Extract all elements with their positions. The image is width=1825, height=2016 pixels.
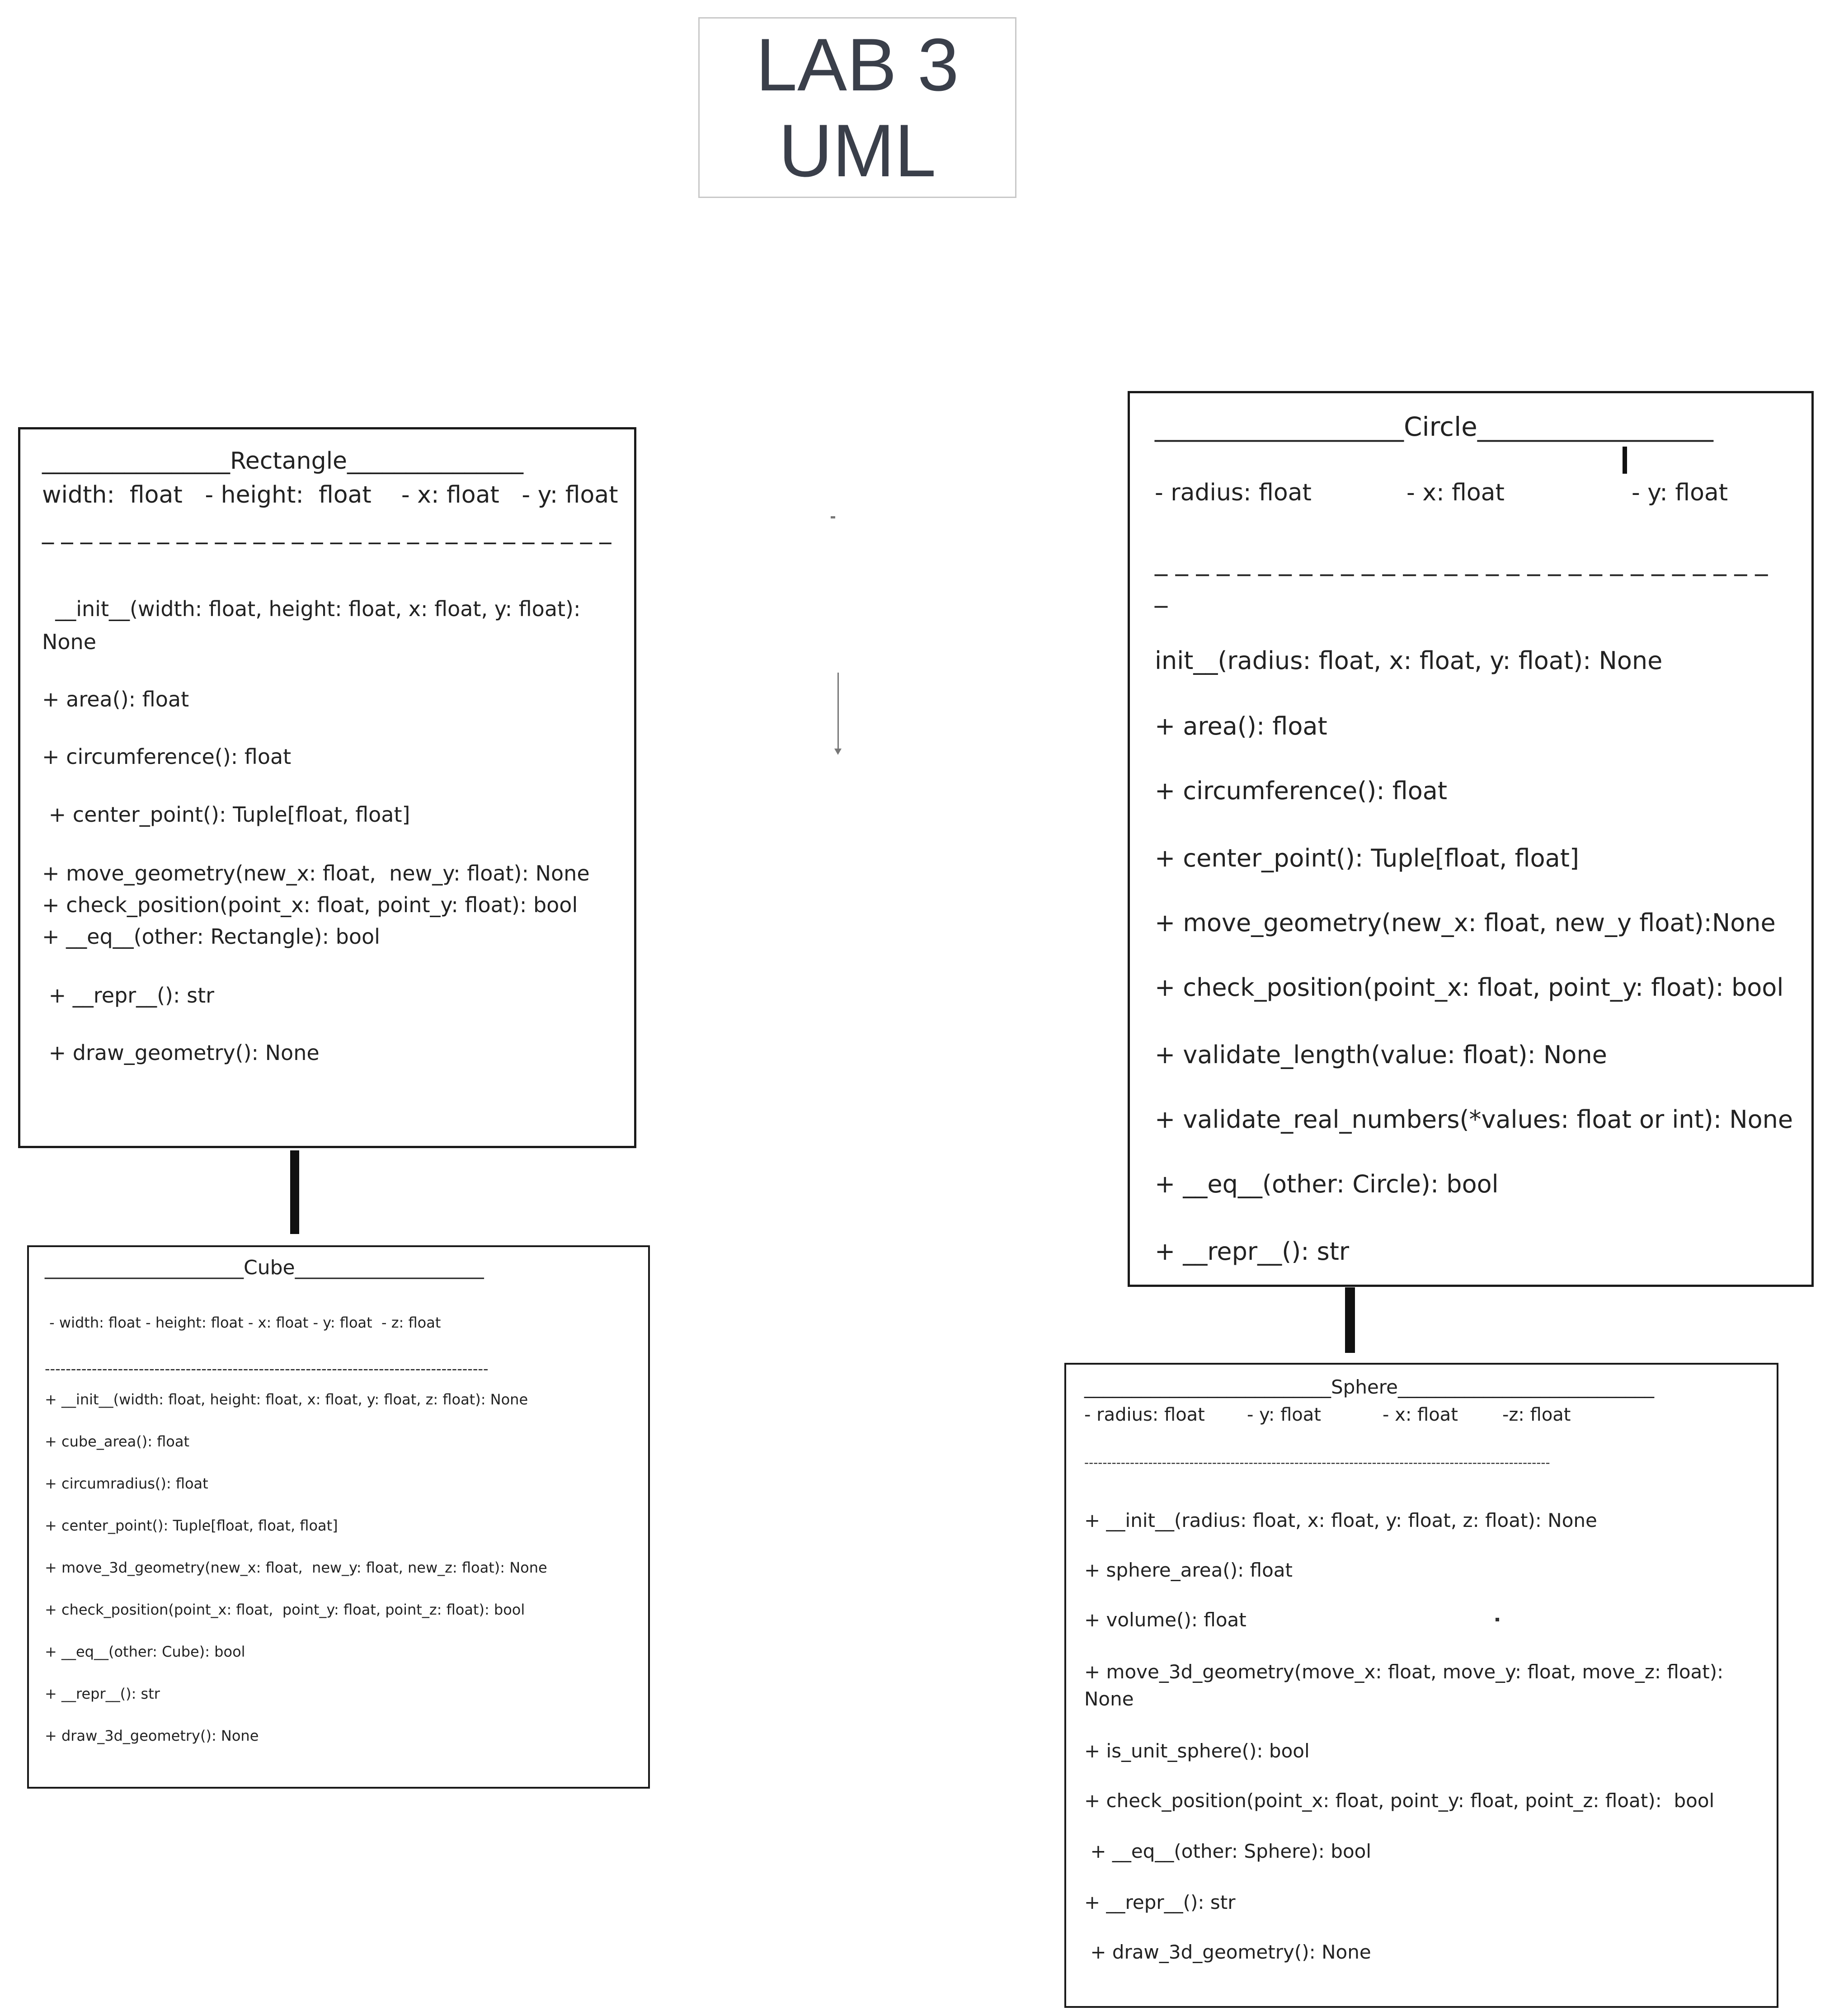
diagram-title-line2: UML xyxy=(778,109,936,192)
sphere-attribute-x: - x: float xyxy=(1383,1404,1458,1425)
rectangle-header: ________________Rectangle_______________ xyxy=(42,447,524,475)
circle-method: + __repr__(): str xyxy=(1155,1237,1350,1266)
circle-attribute-x: - x: float xyxy=(1406,479,1505,506)
cube-attributes: - width: float - height: float - x: floa… xyxy=(45,1314,441,1331)
rectangle-attributes: width: float - height: float - x: float … xyxy=(42,481,618,509)
circle-method: + center_point(): Tuple[float, float] xyxy=(1155,844,1579,872)
circle-divider-continued: _ xyxy=(1155,579,1167,608)
circle-attribute-radius: - radius: float xyxy=(1155,479,1312,506)
sphere-method: + volume(): float xyxy=(1084,1609,1246,1631)
rectangle-method: __init__(width: float, height: float, x:… xyxy=(42,597,581,621)
rectangle-method: + check_position(point_x: float, point_y… xyxy=(42,893,578,917)
sphere-class-box: __________________________Sphere________… xyxy=(1064,1363,1778,2008)
sphere-method: + move_3d_geometry(move_x: float, move_y… xyxy=(1084,1661,1724,1683)
sphere-method: + __eq__(other: Sphere): bool xyxy=(1084,1840,1372,1862)
cube-class-box: ____________________Cube________________… xyxy=(27,1245,650,1789)
stray-mark xyxy=(831,516,835,518)
sphere-method: None xyxy=(1084,1688,1134,1710)
sphere-attribute-radius: - radius: float xyxy=(1084,1404,1205,1425)
sphere-method: + is_unit_sphere(): bool xyxy=(1084,1740,1310,1762)
circle-cursor-mark xyxy=(1623,447,1627,474)
sphere-attribute-z: -z: float xyxy=(1502,1404,1571,1425)
sphere-method: + draw_3d_geometry(): None xyxy=(1084,1941,1371,1963)
diagram-title-line1: LAB 3 xyxy=(756,23,959,106)
circle-class-box: ___________________Circle_______________… xyxy=(1128,391,1814,1287)
rectangle-method: + __eq__(other: Rectangle): bool xyxy=(42,924,380,949)
circle-method: + circumference(): float xyxy=(1155,777,1448,805)
cube-method: + __eq__(other: Cube): bool xyxy=(45,1643,245,1660)
circle-method: + __eq__(other: Circle): bool xyxy=(1155,1170,1499,1198)
circle-attribute-y: - y: float xyxy=(1632,479,1728,506)
rectangle-method: + circumference(): float xyxy=(42,744,292,769)
circle-method: + move_geometry(new_x: float, new_y floa… xyxy=(1155,909,1776,937)
thin-arrow-head xyxy=(834,749,842,755)
circle-header: ___________________Circle_______________… xyxy=(1155,411,1713,442)
cube-header: ____________________Cube________________… xyxy=(45,1256,484,1279)
rectangle-class-box: ________________Rectangle_______________… xyxy=(18,427,636,1148)
circle-method: + validate_length(value: float): None xyxy=(1155,1041,1607,1069)
sphere-divider: ----------------------------------------… xyxy=(1084,1455,1550,1470)
rectangle-method: + __repr__(): str xyxy=(42,983,215,1008)
circle-method: + validate_real_numbers(*values: float o… xyxy=(1155,1105,1793,1134)
rectangle-cube-connector xyxy=(290,1150,299,1234)
sphere-header: __________________________Sphere________… xyxy=(1084,1376,1654,1398)
diagram-title-box: LAB 3 UML xyxy=(698,17,1016,198)
cube-method: + cube_area(): float xyxy=(45,1433,190,1450)
cube-method: + draw_3d_geometry(): None xyxy=(45,1727,259,1744)
rectangle-divider: _ _ _ _ _ _ _ _ _ _ _ _ _ _ _ _ _ _ _ _ … xyxy=(42,518,611,545)
sphere-method: + check_position(point_x: float, point_y… xyxy=(1084,1790,1715,1812)
rectangle-method: + move_geometry(new_x: float, new_y: flo… xyxy=(42,861,590,886)
cube-method: + move_3d_geometry(new_x: float, new_y: … xyxy=(45,1559,547,1576)
rectangle-method: + center_point(): Tuple[float, float] xyxy=(42,802,410,827)
cube-method: + __init__(width: float, height: float, … xyxy=(45,1391,528,1408)
cube-divider: ----------------------------------------… xyxy=(45,1360,489,1377)
sphere-method: + __repr__(): str xyxy=(1084,1891,1236,1913)
circle-method: + check_position(point_x: float, point_y… xyxy=(1155,973,1784,1002)
cube-method: + circumradius(): float xyxy=(45,1475,208,1492)
cube-method: + __repr__(): str xyxy=(45,1685,160,1702)
rectangle-method: + draw_geometry(): None xyxy=(42,1041,320,1065)
cube-method: + center_point(): Tuple[float, float, fl… xyxy=(45,1517,338,1534)
rectangle-method: + area(): float xyxy=(42,687,189,711)
thin-arrow-line xyxy=(837,673,839,752)
rectangle-method: None xyxy=(42,630,97,654)
circle-method: + area(): float xyxy=(1155,712,1327,740)
circle-divider: _ _ _ _ _ _ _ _ _ _ _ _ _ _ _ _ _ _ _ _ … xyxy=(1155,547,1768,576)
sphere-stray-dot xyxy=(1496,1618,1499,1621)
circle-sphere-connector xyxy=(1345,1287,1355,1353)
sphere-method: + __init__(radius: float, x: float, y: f… xyxy=(1084,1509,1597,1531)
circle-method: init__(radius: float, x: float, y: float… xyxy=(1155,646,1663,675)
sphere-method: + sphere_area(): float xyxy=(1084,1559,1293,1581)
sphere-attribute-y: - y: float xyxy=(1247,1404,1321,1425)
cube-method: + check_position(point_x: float, point_y… xyxy=(45,1601,525,1618)
